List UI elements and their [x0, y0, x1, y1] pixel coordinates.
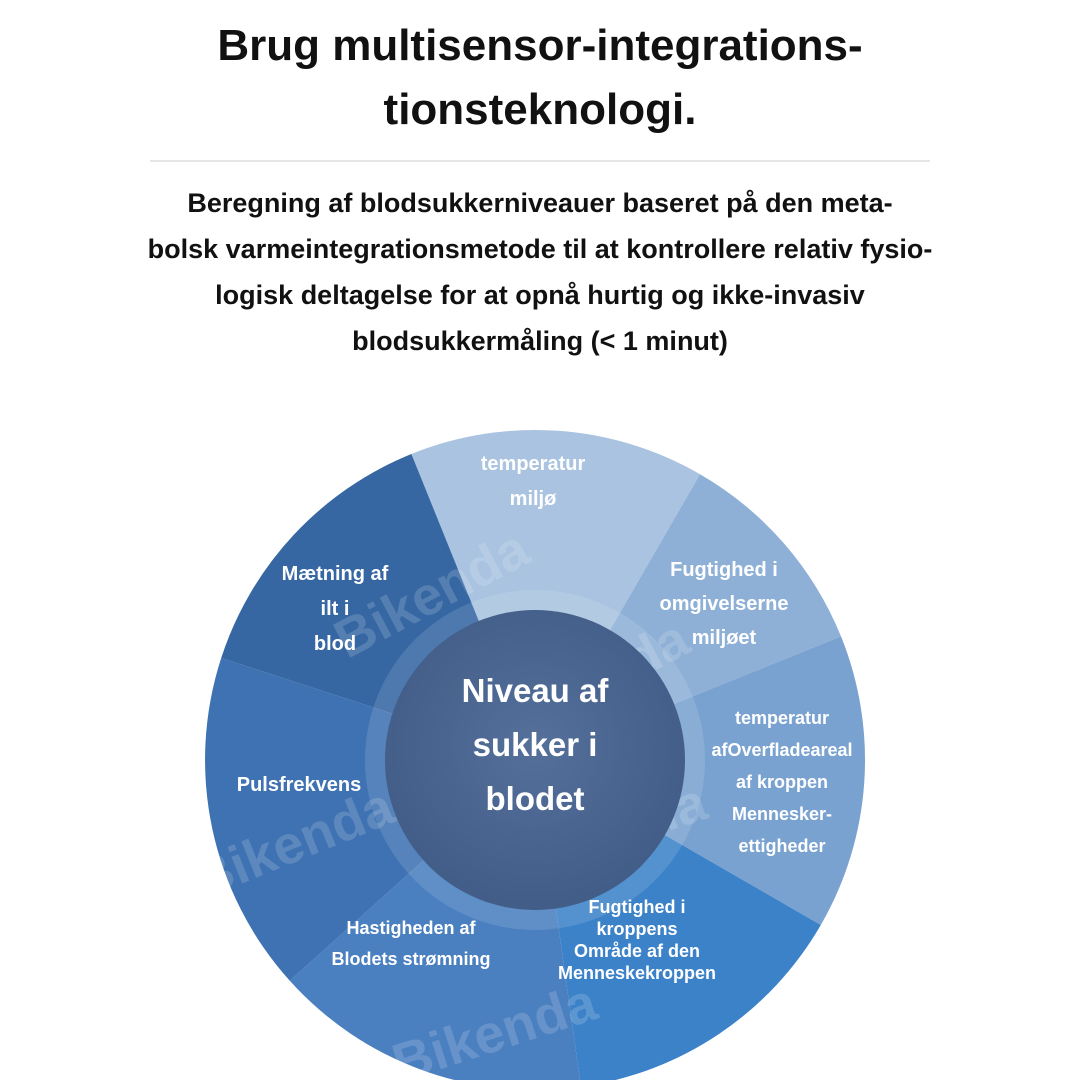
- segment-label-line: Mennesker-: [732, 804, 832, 824]
- center-label-line: sukker i: [473, 726, 598, 763]
- segment-label-line: temperatur: [481, 453, 586, 475]
- segment-label-line: kroppens: [596, 919, 677, 939]
- segment-label-line: blod: [314, 633, 356, 655]
- center-label-line: blodet: [486, 780, 585, 817]
- title-divider: [150, 160, 930, 162]
- segment-label-line: omgivelserne: [660, 593, 789, 615]
- segment-label-line: Pulsfrekvens: [237, 774, 362, 796]
- description-line-4: blodsukkermåling (< 1 minut): [352, 326, 728, 356]
- page-title: Brug multisensor-integrations- tionstekn…: [0, 14, 1080, 142]
- segment-label-line: temperatur: [735, 708, 829, 728]
- description-line-3: logisk deltagelse for at opnå hurtig og …: [215, 280, 865, 310]
- segment-label-line: ettigheder: [738, 836, 825, 856]
- center-label-line: Niveau af: [462, 672, 610, 709]
- segment-label-5: Hastigheden af Blodets strømning: [331, 918, 490, 969]
- segment-label-line: af kroppen: [736, 772, 828, 792]
- title-line-2: tionsteknologi.: [383, 85, 697, 134]
- description-line-2: bolsk varmeintegrationsmetode til at kon…: [147, 234, 933, 264]
- description: Beregning af blodsukkerniveauer baseret …: [0, 180, 1080, 364]
- segment-label-line: miljøet: [692, 627, 757, 649]
- segment-3: [535, 636, 866, 925]
- segment-label-line: Menneskekroppen: [558, 963, 716, 983]
- sensor-wheel-diagram: BikendaBikendaBikendaBikendaBikenda temp…: [185, 429, 866, 1080]
- segment-label-line: Område af den: [574, 941, 700, 961]
- segment-label-1: temperatur miljø: [481, 453, 586, 510]
- description-line-1: Beregning af blodsukkerniveauer baseret …: [187, 188, 893, 218]
- segment-label-line: miljø: [510, 488, 557, 510]
- segment-label-line: Fugtighed i: [670, 559, 778, 581]
- segment-label-line: Fugtighed i: [589, 897, 686, 917]
- center-label: Niveau af sukker i blodet: [462, 672, 610, 817]
- segment-label-line: afOverfladeareal: [711, 740, 852, 760]
- center-circle: [385, 610, 685, 910]
- segment-label-line: Blodets strømning: [331, 949, 490, 969]
- segment-label-line: Mætning af: [282, 563, 389, 585]
- segment-label-7: Mætning af ilt i blod: [282, 563, 389, 655]
- segment-label-line: ilt i: [321, 598, 350, 620]
- segment-label-2: Fugtighed i omgivelserne miljøet: [660, 559, 789, 649]
- segment-label-6: Pulsfrekvens: [237, 774, 362, 796]
- title-line-1: Brug multisensor-integrations-: [217, 21, 863, 70]
- segment-label-line: Hastigheden af: [346, 918, 476, 938]
- segment-1: [411, 429, 700, 760]
